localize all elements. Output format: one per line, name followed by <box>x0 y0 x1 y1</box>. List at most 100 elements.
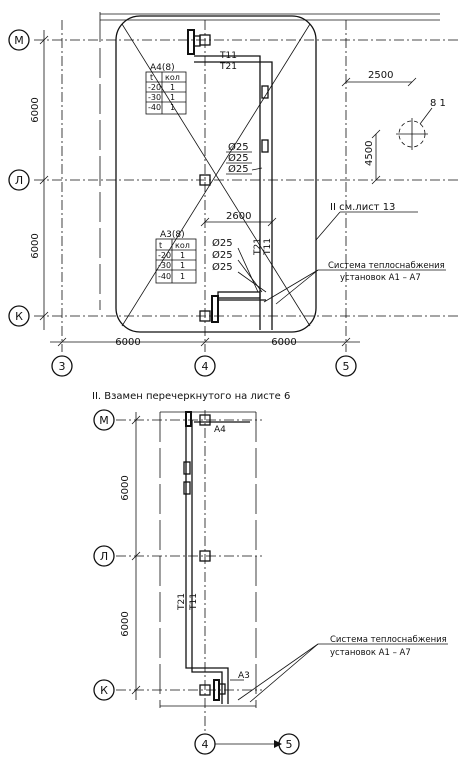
dim-tick <box>267 217 277 227</box>
axis-bubble-3: 3 <box>51 355 73 377</box>
column-marker <box>199 174 211 186</box>
svg-text:-30: -30 <box>158 261 171 270</box>
svg-text:1: 1 <box>170 93 175 102</box>
system-leader-bottom-1 <box>237 643 319 701</box>
pipe-fitting <box>183 461 191 475</box>
svg-text:Ø25: Ø25 <box>228 163 249 175</box>
pipe-fitting <box>261 139 269 153</box>
dim-tick <box>371 129 381 139</box>
unit-a3-body-bottom <box>213 679 220 701</box>
dim-tick <box>57 337 67 347</box>
svg-text:t: t <box>150 73 153 82</box>
dim-tick <box>341 77 351 87</box>
dim-tick <box>131 685 141 695</box>
dim-tick <box>39 175 49 185</box>
svg-text:5: 5 <box>343 360 350 373</box>
svg-text:t: t <box>159 241 162 250</box>
axis-bubble-m-bottom: М <box>93 409 115 431</box>
svg-text:Ø25: Ø25 <box>212 249 233 261</box>
system-label-2: установок А1 – А7 <box>340 273 421 283</box>
svg-text:1: 1 <box>180 261 185 270</box>
dim-tick <box>200 337 210 347</box>
dim-tick <box>131 551 141 561</box>
unit-a3-header <box>217 291 261 299</box>
hole-leader <box>419 107 433 125</box>
dim-tick <box>39 311 49 321</box>
dim-hole-h: 2500 <box>368 70 393 81</box>
unit-a4-title: А4(8) <box>150 63 175 73</box>
svg-text:-20: -20 <box>158 251 171 260</box>
pipe-t11-bottom <box>191 420 223 704</box>
system-leader-2 <box>275 269 319 305</box>
column-marker <box>199 414 211 426</box>
hole-label: 8 1 <box>430 98 446 109</box>
unit-a4-valve <box>193 35 201 47</box>
system-label-1: Система теплоснабжения <box>328 261 445 271</box>
svg-text:К: К <box>15 310 23 323</box>
dim-tick <box>371 175 381 185</box>
diameter-group-2: Ø25 Ø25 Ø25 <box>212 237 267 293</box>
pipe-t21-vertical-label: T21 <box>253 238 263 256</box>
dim-tick <box>131 415 141 425</box>
unit-a4-label: А4 <box>214 425 226 435</box>
unit-a3-valve-bottom <box>218 683 226 695</box>
unit-a3-body <box>211 295 219 323</box>
unit-a4-body <box>187 29 195 55</box>
svg-text:М: М <box>99 414 109 427</box>
pipe-t21-bottom <box>185 420 229 704</box>
column-marker <box>199 310 211 322</box>
svg-text:1: 1 <box>170 103 175 112</box>
svg-text:3: 3 <box>59 360 66 373</box>
diagonal-line-2 <box>121 23 311 327</box>
svg-text:кол: кол <box>175 241 190 250</box>
svg-text:-40: -40 <box>158 272 171 281</box>
axis-bubble-k-bottom: К <box>93 679 115 701</box>
plan-bottom: 6000 6000 М Л К 4 5 <box>93 409 448 755</box>
svg-text:Ø25: Ø25 <box>228 152 249 164</box>
axis-bubble-5: 5 <box>335 355 357 377</box>
dim-vertical-2-bottom: 6000 <box>120 611 131 636</box>
svg-text:4: 4 <box>202 360 209 373</box>
dim-tick <box>39 35 49 45</box>
axis-bubble-l: Л <box>8 169 30 191</box>
dim-bottom-left: 6000 <box>115 337 140 348</box>
dim-vertical-1-bottom: 6000 <box>120 475 131 500</box>
svg-text:-30: -30 <box>148 93 161 102</box>
dim-tick <box>200 217 210 227</box>
note-ref: II см.лист 13 <box>330 202 395 213</box>
dim-bottom-right: 6000 <box>271 337 296 348</box>
unit-a4-body-bottom <box>185 411 192 427</box>
svg-text:5: 5 <box>286 738 293 751</box>
system-leader-bottom-2 <box>249 643 319 703</box>
column-marker <box>199 550 211 562</box>
dim-tick <box>341 337 351 347</box>
unit-a3-table: А3(8) t кол -20 1 -30 1 -40 1 <box>155 230 197 284</box>
svg-text:-20: -20 <box>148 83 161 92</box>
svg-text:4: 4 <box>202 738 209 751</box>
axis-bubble-4-bottom: 4 <box>194 733 216 755</box>
axis-bubble-m: М <box>8 29 30 51</box>
dim-2600: 2600 <box>226 211 251 222</box>
unit-a3-title: А3(8) <box>160 230 185 240</box>
svg-text:1: 1 <box>180 251 185 260</box>
svg-text:Л: Л <box>15 174 23 187</box>
axis-bubble-4: 4 <box>194 355 216 377</box>
svg-text:1: 1 <box>180 272 185 281</box>
svg-text:Ø25: Ø25 <box>228 141 249 153</box>
system-label-2-bottom: установок А1 – А7 <box>330 648 411 658</box>
pipe-fitting <box>183 481 191 495</box>
axis-bubble-l-bottom: Л <box>93 545 115 567</box>
dim-vertical-2: 6000 <box>30 233 41 258</box>
plan-top: 6000 6000 6000 6000 М Л К 3 4 <box>8 12 460 377</box>
column-marker <box>199 684 211 696</box>
pipe-t21 <box>194 61 273 330</box>
pipe-t21-label-bottom: T21 <box>177 593 187 611</box>
svg-text:кол: кол <box>165 73 180 82</box>
svg-text:Ø25: Ø25 <box>212 237 233 249</box>
unit-a4-table: А4(8) t кол -20 1 -30 1 -40 1 <box>145 63 187 115</box>
system-label-1-bottom: Система теплоснабжения <box>330 635 447 645</box>
svg-text:Ø25: Ø25 <box>212 261 233 273</box>
axis-bubble-k: К <box>8 305 30 327</box>
svg-text:-40: -40 <box>148 103 161 112</box>
